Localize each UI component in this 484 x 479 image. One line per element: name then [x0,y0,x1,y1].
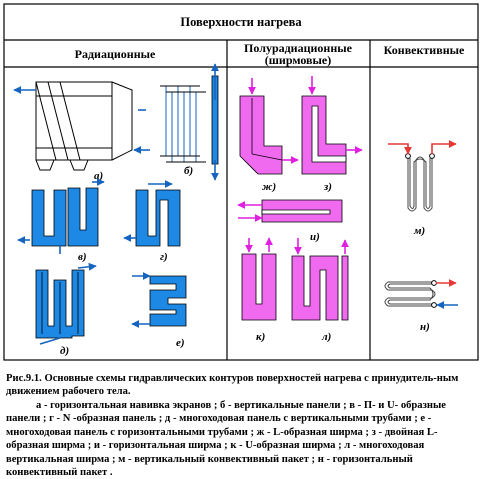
scheme-l-multipass-screen: л) [291,238,349,343]
label-i: и) [310,231,320,243]
scheme-d-multipass-vertical: д) [35,262,97,357]
label-e: е) [176,337,185,349]
scheme-m-vertical-convective: м) [388,140,457,237]
label-b: б) [184,165,193,177]
label-g: г) [160,251,168,263]
header-convective: Конвективные [384,43,465,57]
table-frame [3,3,479,361]
label-d: д) [60,345,69,357]
scheme-b-vertical-panels: б) [160,63,219,181]
header-semi-radiation-sub: (ширмовые) [265,53,331,67]
header-title: Поверхности нагрева [180,15,302,29]
label-zh: ж) [262,181,276,193]
header-semi-radiation: Полурадиационные [244,41,353,55]
scheme-i-horizontal-screen: и) [237,199,343,243]
scheme-g-n-panel: г) [123,180,181,263]
label-l: л) [321,331,331,343]
scheme-a-horizontal-winding: а) [13,81,150,182]
scheme-k-u-screen: к) [241,237,277,343]
label-v: в) [78,251,87,263]
label-m: м) [413,225,425,237]
diagram-figure: Поверхности нагрева Радиационные Полурад… [3,3,479,361]
scheme-v-pu-panels: в) [17,178,105,263]
label-k: к) [256,331,265,343]
figure-caption-title: Рис.9.1. Основные схемы гидравлических к… [6,373,459,398]
label-a: а) [94,170,103,182]
scheme-n-horizontal-convective: н) [384,279,458,333]
header-radiation: Радиационные [75,47,156,61]
label-z: з) [323,181,332,193]
figure-caption-legend: а - горизонтальная навивка экранов ; б -… [6,400,446,479]
scheme-z-double-l-screen: з) [301,76,363,193]
scheme-zh-l-screen: ж) [239,78,299,193]
label-n: н) [420,321,430,333]
scheme-e-multipass-horizontal: е) [131,272,187,349]
